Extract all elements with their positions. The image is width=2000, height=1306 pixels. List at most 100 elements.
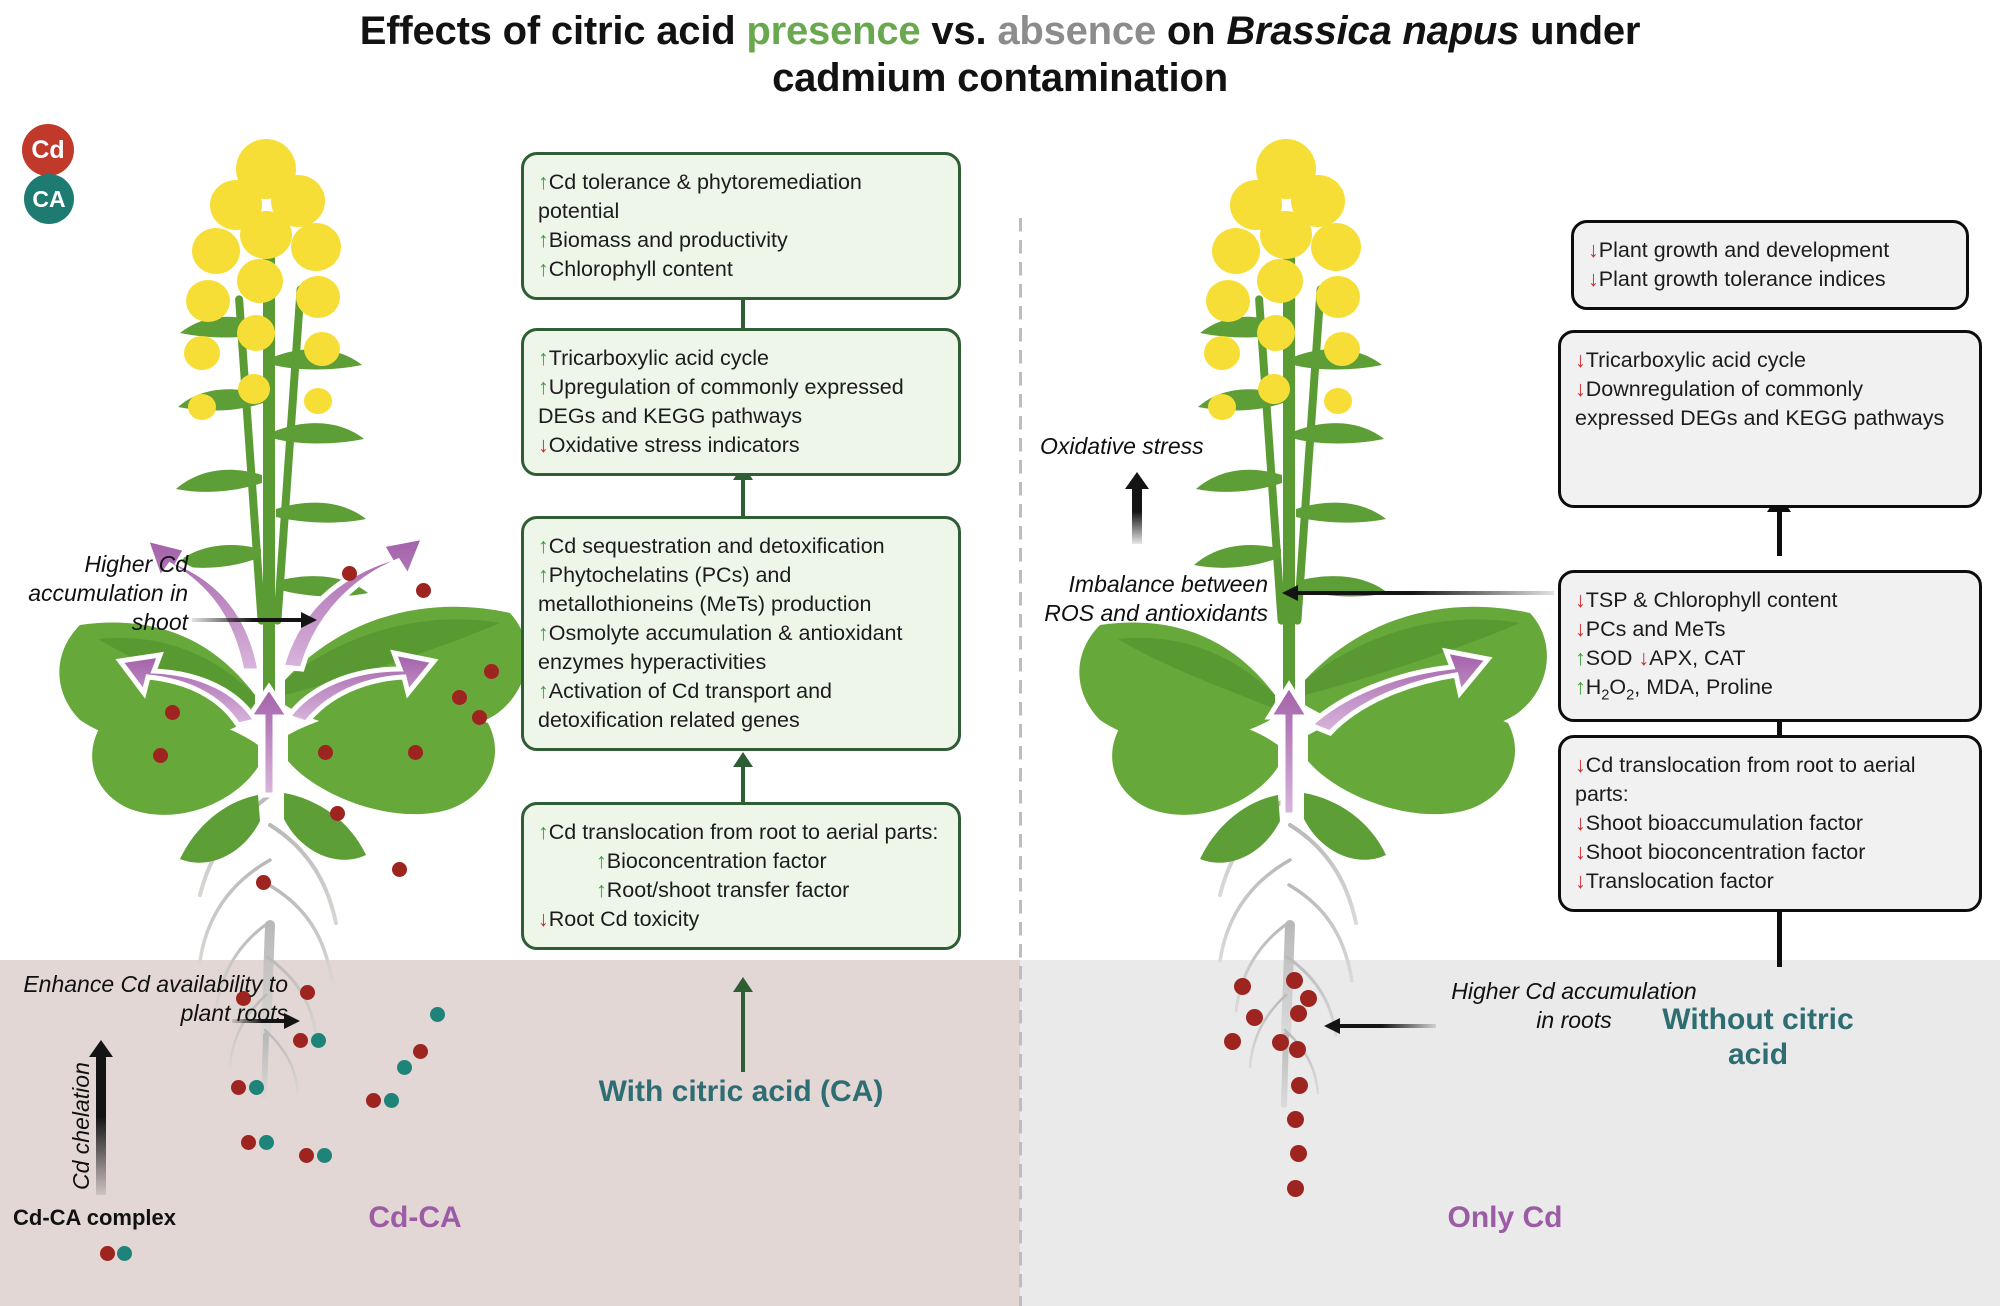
- info-box-line: ↑Cd tolerance & phytoremediation potenti…: [538, 170, 862, 224]
- info-box-line: ↑Biomass and productivity: [538, 228, 788, 253]
- panel-divider: [1019, 218, 1022, 1306]
- connector-line: [1777, 905, 1782, 967]
- cd-dot: [1291, 1077, 1308, 1094]
- down-arrow-icon: ↓: [1575, 348, 1586, 372]
- cd-dot: [1290, 1005, 1307, 1022]
- info-box-biochem: ↓TSP & Chlorophyll content ↓PCs and MeTs ↑…: [1558, 570, 1982, 723]
- connector-line: [1777, 700, 1782, 746]
- info-box-line: ↓Root Cd toxicity: [538, 907, 700, 932]
- info-box-molecular-left: ↑Tricarboxylic acid cycle ↑Upregulation o…: [521, 328, 961, 477]
- connector-arrow: [733, 752, 753, 767]
- up-arrow-icon: ↑: [538, 820, 549, 844]
- title-part-c: on: [1156, 9, 1227, 53]
- info-box-line: ↓TSP & Chlorophyll content: [1575, 588, 1838, 612]
- cd-dot: [472, 710, 487, 725]
- label-cd-ca-complex: Cd-CA complex: [13, 1205, 176, 1230]
- legend-cd-label: Cd: [31, 135, 65, 164]
- connector-line: [741, 990, 745, 1072]
- down-arrow-icon: ↓: [1575, 588, 1586, 612]
- down-arrow-icon: ↓: [1575, 840, 1586, 865]
- down-arrow-icon: ↓: [1638, 646, 1650, 671]
- cd-dot: [1290, 1145, 1307, 1162]
- info-box-line: ↑Cd sequestration and detoxification: [538, 534, 885, 558]
- pointer-arrow-availability: [232, 1013, 300, 1029]
- cd-dot: [1234, 978, 1251, 995]
- connector-line: [741, 765, 745, 821]
- down-arrow-icon: ↓: [1575, 811, 1586, 836]
- pointer-arrow-imbalance: [1282, 585, 1554, 601]
- cd-dot: [413, 1044, 428, 1059]
- cd-dot: [1287, 1180, 1304, 1197]
- title-part-d: under: [1519, 9, 1641, 53]
- info-box-line: ↑Tricarboxylic acid cycle: [538, 346, 769, 370]
- cd-dot: [484, 664, 499, 679]
- up-arrow-icon: ↑: [538, 170, 549, 194]
- connector-line: [1777, 508, 1782, 556]
- cd-dot: [256, 875, 271, 890]
- ca-dot: [317, 1148, 332, 1163]
- ca-dot: [259, 1135, 274, 1150]
- info-box-line: ↑Bioconcentration factor: [596, 849, 827, 874]
- title-line2: cadmium contamination: [772, 56, 1228, 101]
- info-box-line: ↓Oxidative stress indicators: [538, 433, 800, 458]
- cd-dot: [100, 1246, 115, 1261]
- up-arrow-icon: ↑: [538, 228, 549, 253]
- info-box-line: ↑SOD ↓APX, CAT: [1575, 646, 1746, 671]
- cd-dot: [366, 1093, 381, 1108]
- up-arrow-icon: ↑: [538, 621, 549, 646]
- cd-dot: [153, 748, 168, 763]
- plant-right-illustration: [1079, 139, 1547, 1108]
- cd-dot: [1286, 972, 1303, 989]
- ca-dot: [117, 1246, 132, 1261]
- cd-dot: [231, 1080, 246, 1095]
- pointer-arrow-oxidative: [1125, 472, 1149, 544]
- up-arrow-icon: ↑: [538, 346, 549, 370]
- down-arrow-icon: ↓: [1588, 267, 1599, 292]
- up-arrow-icon: ↑: [538, 257, 549, 282]
- connector-line: [741, 478, 745, 536]
- title-species: Brassica napus: [1226, 9, 1520, 53]
- ca-dot: [430, 1007, 445, 1022]
- plant-left-illustration: [59, 139, 527, 1098]
- info-box-outcomes: ↑Cd tolerance & phytoremediation potenti…: [521, 152, 961, 301]
- up-arrow-icon: ↑: [596, 849, 607, 874]
- soil-band-right: [1020, 960, 2000, 1306]
- info-box-molecular-right: ↓Tricarboxylic acid cycle↓Downregulation…: [1558, 330, 1982, 508]
- down-arrow-icon: ↓: [538, 433, 549, 458]
- cd-dot: [300, 985, 315, 1000]
- cd-dot: [1246, 1009, 1263, 1026]
- info-box-translocation-right: ↓Cd translocation from root to aerial pa…: [1558, 735, 1982, 913]
- info-box-line: ↑Upregulation of commonly expressed DEGs…: [538, 375, 904, 429]
- connector-line: [741, 291, 745, 347]
- soil-caption-cd-ca: Cd-CA: [368, 1201, 462, 1234]
- title-part-a: Effects of citric acid: [359, 9, 747, 53]
- info-box-line: ↑Cd translocation from root to aerial pa…: [538, 820, 939, 844]
- cd-dot: [330, 806, 345, 821]
- down-arrow-icon: ↓: [1575, 869, 1586, 894]
- cd-dot: [236, 991, 251, 1006]
- pointer-arrow-chelation: [89, 1040, 113, 1195]
- cd-dot: [241, 1135, 256, 1150]
- info-box-line: ↑Osmolyte accumulation & antioxidant enz…: [538, 621, 903, 675]
- pointer-arrow-roots: [1324, 1018, 1436, 1034]
- info-box-line: ↓Plant growth tolerance indices: [1588, 267, 1886, 292]
- annotation-cd-chelation: Cd chelation: [68, 1062, 94, 1190]
- cd-dot: [1224, 1033, 1241, 1050]
- down-arrow-icon: ↓: [1575, 377, 1586, 402]
- title-absence: absence: [997, 9, 1157, 53]
- info-box-sequestration: ↑Cd sequestration and detoxification↑Phy…: [521, 516, 961, 752]
- info-box-line: ↓Plant growth and development: [1588, 238, 1890, 262]
- info-box-line: ↓PCs and MeTs: [1575, 617, 1726, 642]
- soil-caption-only-cd: Only Cd: [1447, 1201, 1563, 1234]
- info-box-line: ↑Activation of Cd transport and detoxifi…: [538, 679, 832, 733]
- cd-dot: [342, 566, 357, 581]
- cd-dot: [1289, 1041, 1306, 1058]
- connector-arrow: [733, 977, 753, 992]
- legend-ca-label: CA: [32, 185, 66, 212]
- ca-dot: [311, 1033, 326, 1048]
- up-arrow-icon: ↑: [538, 563, 549, 588]
- cd-dot: [165, 705, 180, 720]
- page-title: Effects of citric acid presence vs. abse…: [120, 8, 1880, 102]
- info-box-line: ↑Chlorophyll content: [538, 257, 733, 282]
- legend-badge-cd: Cd: [22, 124, 74, 176]
